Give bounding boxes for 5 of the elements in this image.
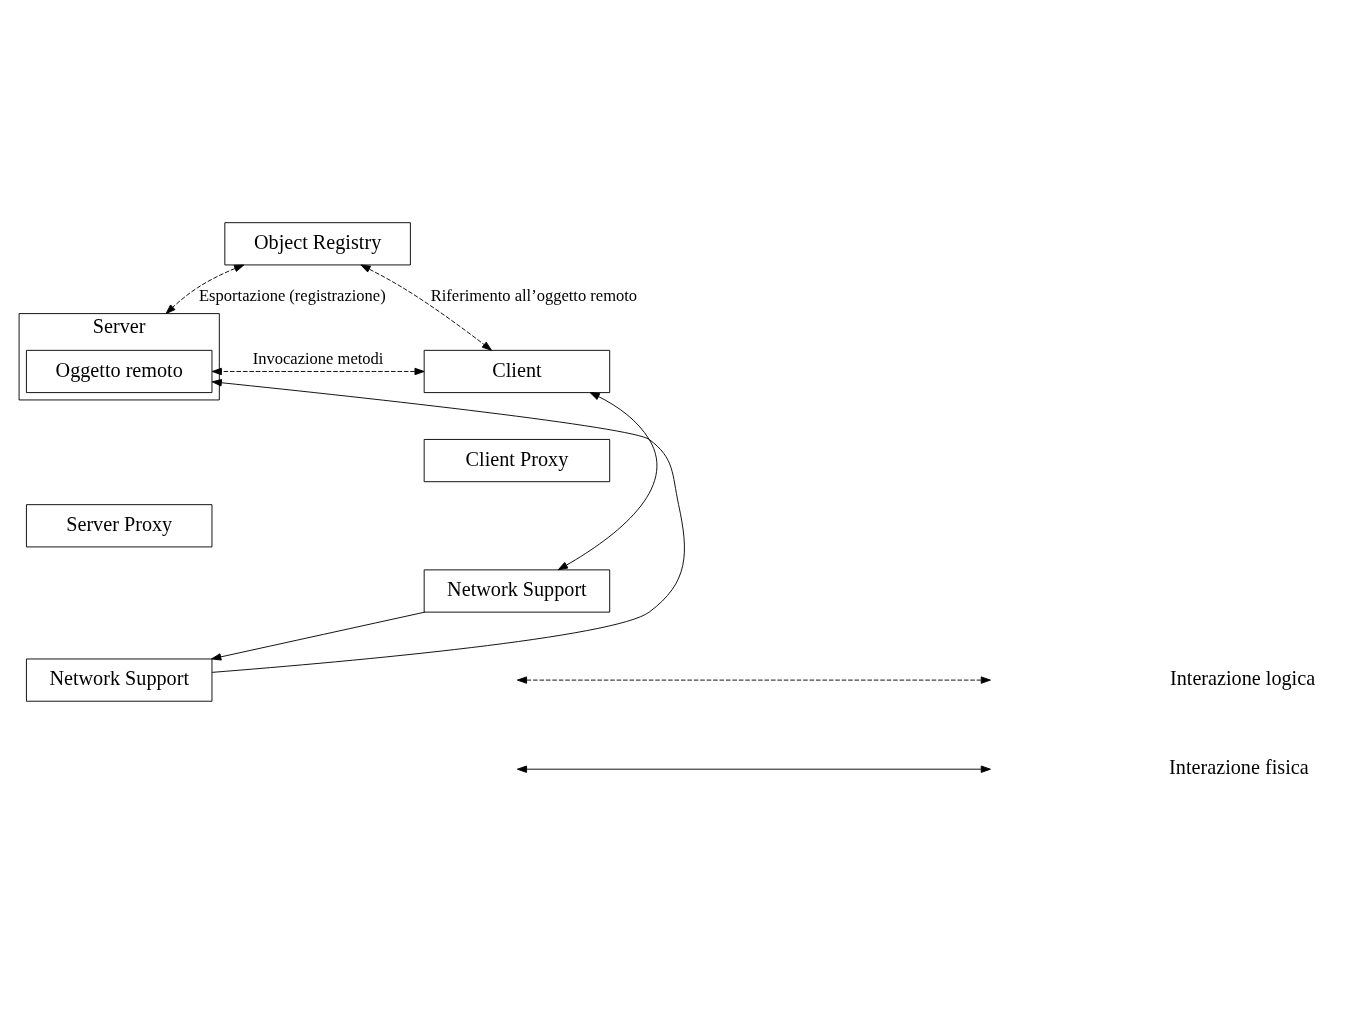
edge-label: Riferimento all’oggetto remoto [430,285,638,305]
legend-label: Interazione logica [1169,666,1316,689]
edge-label: Esportazione (registrazione) [199,285,386,305]
edge-label: Invocazione metodi [252,348,384,368]
legend-label: Interazione fisica [1169,755,1309,778]
